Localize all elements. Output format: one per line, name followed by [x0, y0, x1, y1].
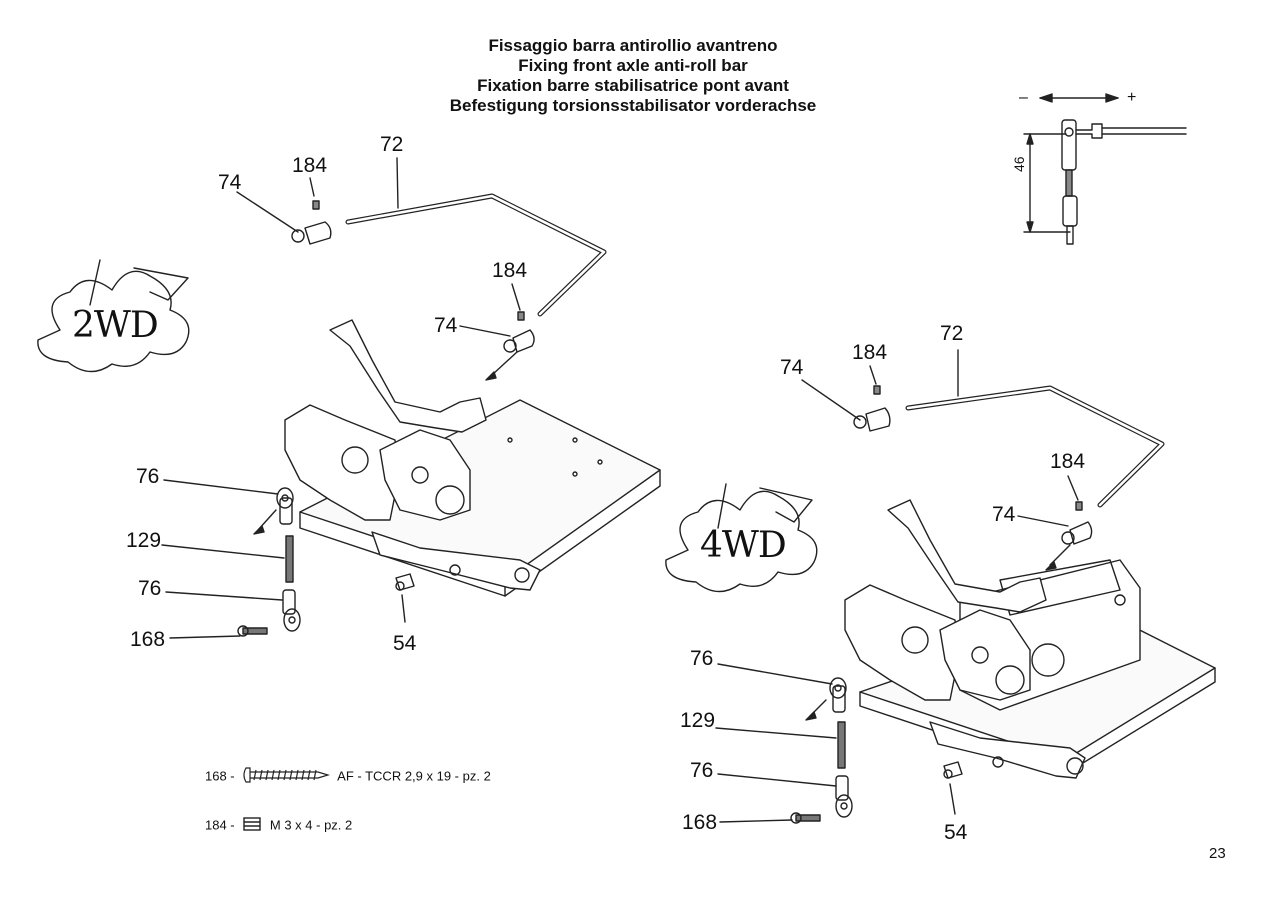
- label-2wd-129: 129: [126, 529, 162, 552]
- label-4wd-74-lower: 74: [992, 503, 1016, 526]
- adjustment-detail: [1023, 93, 1187, 245]
- label-2wd-54: 54: [393, 632, 417, 655]
- label-4wd-74-upper: 74: [780, 356, 804, 379]
- label-2wd-74-upper: 74: [218, 171, 242, 194]
- label-4wd-168: 168: [682, 811, 718, 834]
- label-2wd-72: 72: [380, 133, 404, 156]
- label-2wd-76-lower: 76: [138, 577, 162, 600]
- ball-joint-4wd-upper: [853, 385, 891, 432]
- detail-plus: +: [1127, 89, 1137, 106]
- rod-end-2wd-upper: [276, 487, 294, 525]
- label-4wd-72: 72: [940, 322, 964, 345]
- ball-stud-4wd: [943, 761, 963, 779]
- legend-grub: 184 - M 3 x 4 - pz. 2: [205, 816, 352, 836]
- label-2wd-76-upper: 76: [136, 465, 160, 488]
- title-english: Fixing front axle anti-roll bar: [518, 56, 748, 75]
- title-german: Befestigung torsionsstabilisator vordera…: [449, 96, 817, 115]
- title-italian: Fissaggio barra antirollio avantreno: [488, 36, 778, 55]
- ball-stud-2wd: [395, 573, 415, 591]
- label-4wd-184-upper: 184: [852, 341, 888, 364]
- anti-roll-bar-2wd: [345, 193, 607, 317]
- legend-screw-code: 168 -: [205, 768, 235, 784]
- label-2wd-74-lower: 74: [434, 314, 458, 337]
- label-2wd-184-lower: 184: [492, 259, 528, 282]
- detail-dimension: 46: [1011, 156, 1027, 172]
- rod-end-2wd-lower: [282, 589, 301, 632]
- title-french: Fixation barre stabilisatrice pont avant: [477, 76, 789, 95]
- ball-joint-4wd-lower: [1061, 501, 1093, 545]
- badge-2wd: 2WD: [72, 305, 159, 346]
- label-4wd-54: 54: [944, 821, 968, 844]
- anti-roll-bar-4wd: [905, 385, 1165, 508]
- label-4wd-76-lower: 76: [690, 759, 714, 782]
- ball-joint-2wd-upper: [291, 200, 332, 245]
- legend-screw-text: AF - TCCR 2,9 x 19 - pz. 2: [337, 768, 491, 784]
- badge-4wd: 4WD: [700, 525, 787, 566]
- title-block: Fissaggio barra antirollio avantreno Fix…: [0, 36, 1266, 116]
- detail-minus: –: [1019, 89, 1028, 106]
- label-2wd-168: 168: [130, 628, 166, 651]
- legend-grub-text: M 3 x 4 - pz. 2: [269, 817, 353, 833]
- rod-end-4wd-upper: [829, 677, 847, 713]
- ball-joint-2wd-lower: [503, 311, 535, 353]
- page-number: 23: [1209, 845, 1226, 862]
- badge-2wd-outline: [37, 259, 190, 373]
- front-bulkhead-2wd: [284, 319, 661, 597]
- badge-4wd-outline: [665, 483, 818, 593]
- label-2wd-184-upper: 184: [292, 154, 328, 177]
- label-4wd-129: 129: [680, 709, 716, 732]
- legend-grub-code: 184 -: [205, 817, 235, 833]
- screw-4wd: [790, 812, 821, 824]
- front-bulkhead-4wd: [844, 499, 1216, 779]
- label-4wd-76-upper: 76: [690, 647, 714, 670]
- label-4wd-184-lower: 184: [1050, 450, 1086, 473]
- threaded-rod-4wd: [837, 721, 846, 769]
- legend-screw: 168 - AF - TCCR 2,9 x 19 - pz. 2: [205, 767, 491, 787]
- grub-screw-icon: [242, 816, 262, 836]
- screw-2wd: [237, 625, 268, 637]
- screw-icon: [242, 767, 331, 787]
- rod-end-4wd-lower: [835, 775, 853, 818]
- threaded-rod-2wd: [285, 535, 294, 583]
